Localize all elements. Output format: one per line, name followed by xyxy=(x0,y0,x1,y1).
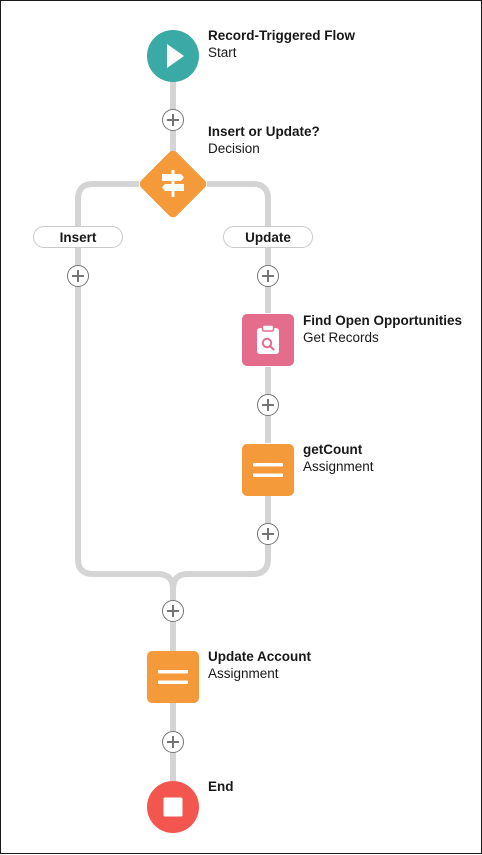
connector-get-count-merge xyxy=(170,496,271,590)
update-account-node-label: Update Account Assignment xyxy=(208,648,311,682)
start-node-label: Record-Triggered Flow Start xyxy=(208,27,355,61)
start-type: Start xyxy=(208,45,237,60)
get-records-title: Find Open Opportunities xyxy=(303,313,462,328)
stop-icon xyxy=(163,797,183,817)
get-count-node-label: getCount Assignment xyxy=(303,441,374,475)
decision-type: Decision xyxy=(208,141,260,156)
get-count-node[interactable] xyxy=(242,444,294,496)
play-icon xyxy=(167,44,184,68)
add-element-button[interactable] xyxy=(257,265,279,287)
end-node[interactable] xyxy=(147,781,199,833)
add-element-button[interactable] xyxy=(257,523,279,545)
get-count-type: Assignment xyxy=(303,459,374,474)
start-title: Record-Triggered Flow xyxy=(208,28,356,43)
end-title: End xyxy=(208,779,234,794)
get-records-type: Get Records xyxy=(303,330,379,345)
add-element-button[interactable] xyxy=(67,265,89,287)
get-count-title: getCount xyxy=(303,442,363,457)
equals-icon xyxy=(158,670,188,684)
end-node-label: End xyxy=(208,778,234,795)
outcome-update-label[interactable]: Update xyxy=(223,226,313,248)
connector-insert-branch xyxy=(75,181,176,651)
add-element-button[interactable] xyxy=(162,109,184,131)
decision-title: Insert or Update? xyxy=(208,124,320,139)
update-account-node[interactable] xyxy=(147,651,199,703)
connector-update-branch xyxy=(207,181,271,313)
get-records-node-label: Find Open Opportunities Get Records xyxy=(303,312,462,346)
start-node[interactable] xyxy=(147,30,199,82)
get-records-node[interactable] xyxy=(242,314,294,366)
decision-node-label: Insert or Update? Decision xyxy=(208,123,320,157)
equals-icon xyxy=(253,463,283,477)
update-account-type: Assignment xyxy=(208,666,279,681)
clipboard-search-icon xyxy=(257,324,279,354)
add-element-button[interactable] xyxy=(162,731,184,753)
add-element-button[interactable] xyxy=(162,600,184,622)
update-account-title: Update Account xyxy=(208,649,312,664)
add-element-button[interactable] xyxy=(257,394,279,416)
outcome-insert-label[interactable]: Insert xyxy=(33,226,123,248)
